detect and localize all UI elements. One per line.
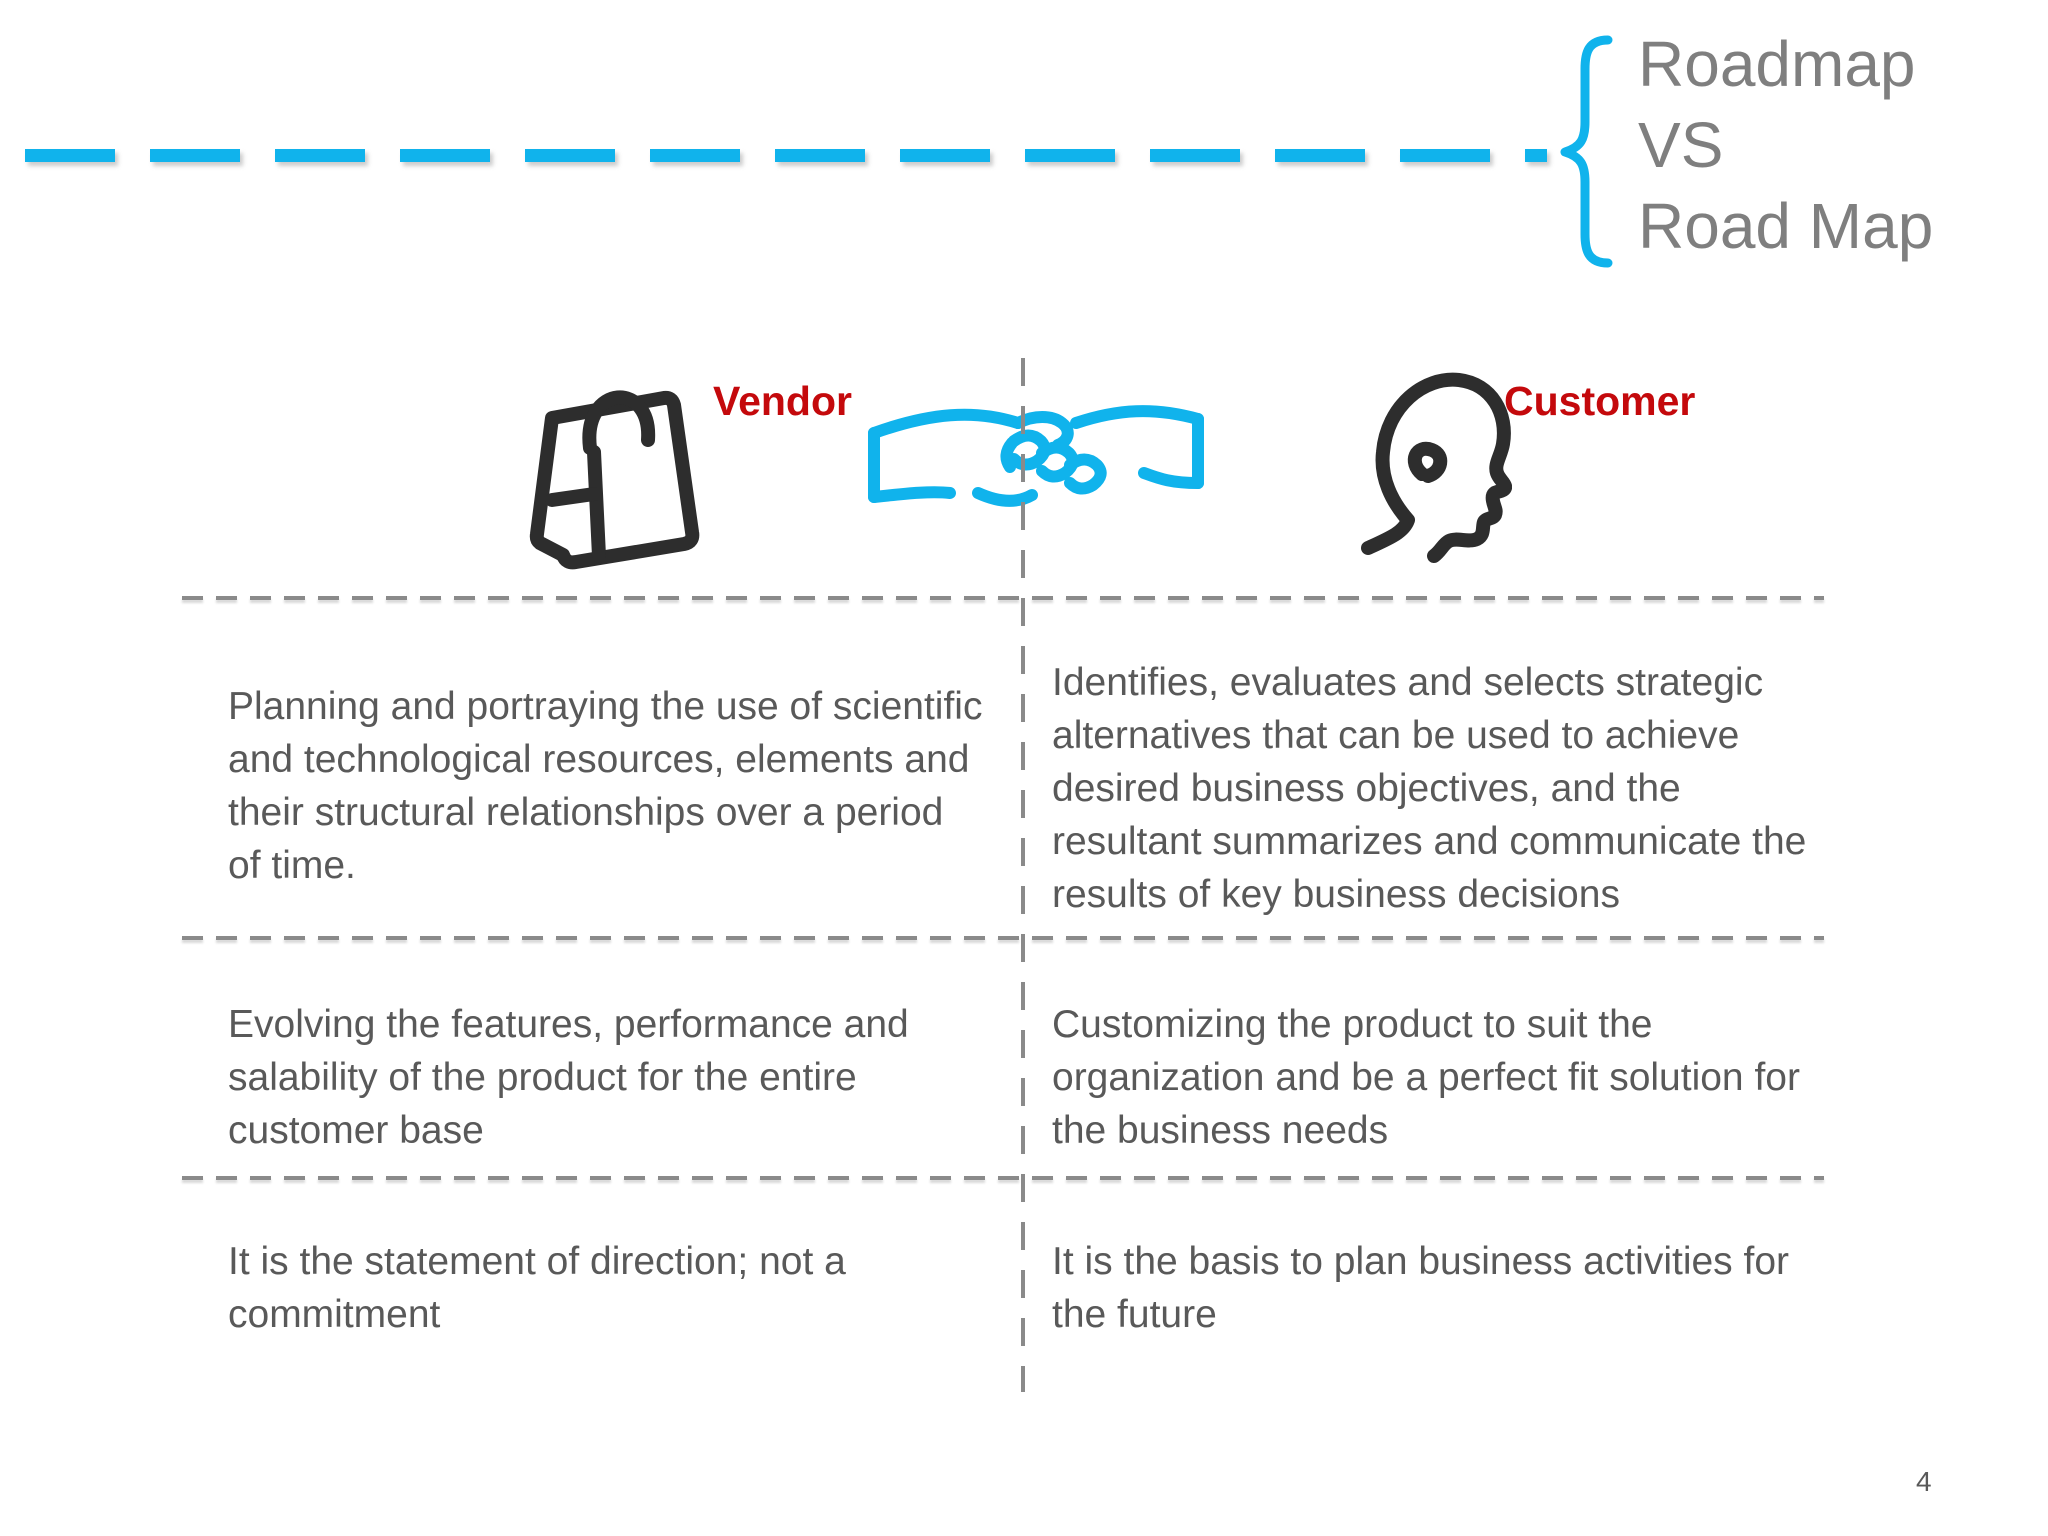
cell-vendor-row2: Evolving the features, performance and s… xyxy=(228,1003,909,1152)
cell-vendor-row1: Planning and portraying the use of scien… xyxy=(228,685,983,887)
cell-vendor-row3: It is the statement of direction; not a … xyxy=(228,1240,846,1336)
row-divider-3 xyxy=(182,1176,1824,1180)
cell-customer-row1: Identifies, evaluates and selects strate… xyxy=(1052,661,1807,916)
curly-brace-icon xyxy=(1556,34,1616,270)
slide-title: Roadmap VS Road Map xyxy=(1638,28,1934,262)
customer-label: Customer xyxy=(1504,378,1696,424)
row-divider-2 xyxy=(182,936,1824,940)
cyan-dashed-divider xyxy=(25,149,1547,162)
vendor-label: Vendor xyxy=(713,378,852,424)
page-number: 4 xyxy=(1916,1466,1932,1497)
column-divider xyxy=(1021,358,1025,1392)
head-profile-icon xyxy=(1346,352,1512,567)
handshake-icon xyxy=(866,393,1206,533)
shopping-bag-icon xyxy=(500,350,715,570)
cell-customer-row3: It is the basis to plan business activit… xyxy=(1052,1240,1790,1336)
cell-customer-row2: Customizing the product to suit the orga… xyxy=(1052,1003,1800,1152)
row-divider-1 xyxy=(182,596,1824,600)
